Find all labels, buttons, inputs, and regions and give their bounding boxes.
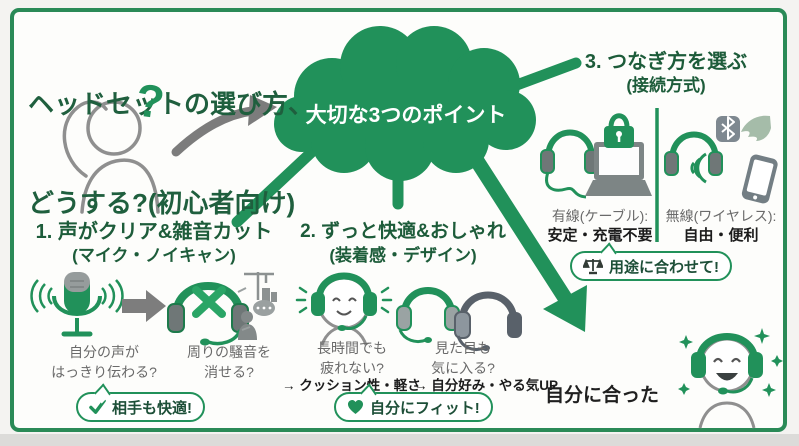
point3-bubble: 用途に合わせて! xyxy=(570,251,732,281)
page-title: ヘッドセットの選び方、 どうする?(初心者向け) xyxy=(28,22,314,286)
point2-heading: 2. ずっと快適&おしゃれ xyxy=(300,221,506,242)
point2-note-left: → クッション性・軽さ xyxy=(282,378,421,393)
conclusion-text: 自分に合った ものを選んで、 快適な通話・視聴 を楽しもう! xyxy=(545,333,697,446)
cloud-label: 大切な3つのポイント xyxy=(305,104,507,127)
point2-bubble-text: 自分にフィット! xyxy=(370,399,480,417)
point3-heading: 3. つなぎ方を選ぶ xyxy=(584,51,748,73)
point2-subheading: (装着感・デザイン) xyxy=(329,246,477,265)
check-icon xyxy=(89,399,106,414)
point2-note-right: → 自分好み・やる気UP xyxy=(414,378,559,393)
wireless-value: 自由・便利 xyxy=(683,227,759,244)
caption-line: 気に入る? xyxy=(431,359,495,376)
caption-line: 自分の声が xyxy=(69,344,139,360)
point1-caption-right: 周りの騒音を 消せる? xyxy=(166,343,292,383)
point1-subheading: (マイク・ノイキャン) xyxy=(72,246,236,265)
wired-value: 安定・充電不要 xyxy=(547,227,653,244)
wireless-label: 無線(ワイヤレス): xyxy=(665,208,777,224)
caption-line: 周りの騒音を xyxy=(187,344,271,360)
point3-subheading: (接続方式) xyxy=(626,76,706,95)
caption-line: はっきり伝わる? xyxy=(51,363,157,380)
point1-bubble: 相手も快適! xyxy=(76,392,205,422)
scale-icon xyxy=(583,258,603,274)
point2-bubble: 自分にフィット! xyxy=(334,392,493,422)
point2-caption-left: 長時間でも 疲れない? xyxy=(296,339,408,379)
point1-caption-left: 自分の声が はっきり伝わる? xyxy=(38,343,170,383)
page-title-line1: ヘッドセットの選び方、 xyxy=(28,89,315,120)
point1-bubble-text: 相手も快適! xyxy=(112,399,192,417)
conclusion-line: 自分に合った xyxy=(545,385,660,406)
caption-line: 疲れない? xyxy=(320,359,384,376)
bottom-edge-strip xyxy=(0,434,799,446)
point2-caption-right: 見た目も 気に入る? xyxy=(406,339,520,379)
page-title-line2: どうする?(初心者向け) xyxy=(28,188,296,219)
heart-icon xyxy=(347,399,364,415)
caption-line: 見た目も xyxy=(435,340,491,356)
caption-line: 長時間でも xyxy=(317,340,387,356)
wired-label: 有線(ケーブル): xyxy=(551,208,649,224)
caption-line: 消せる? xyxy=(204,363,254,380)
point1-heading: 1. 声がクリア&雑音カット xyxy=(35,221,273,243)
point3-bubble-text: 用途に合わせて! xyxy=(609,258,719,276)
